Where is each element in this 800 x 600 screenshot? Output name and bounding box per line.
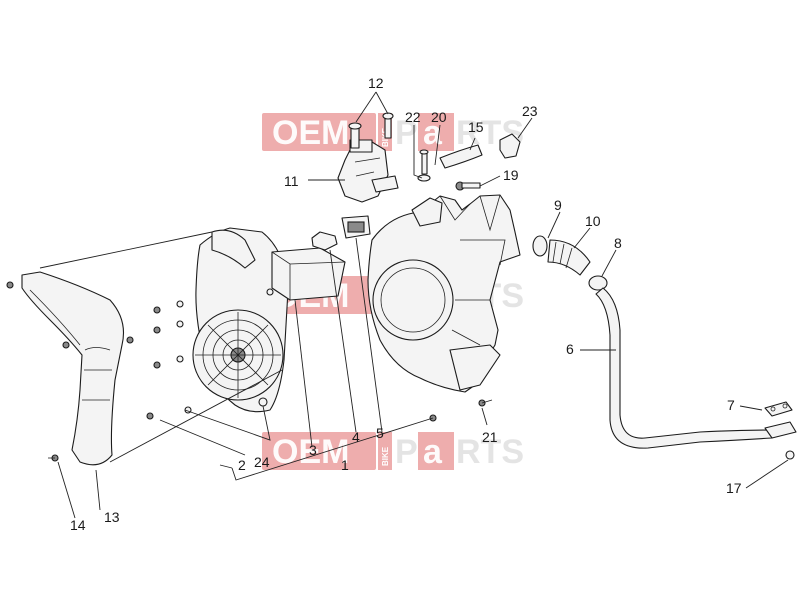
callout-22: 22	[405, 109, 421, 125]
callout-5: 5	[376, 425, 384, 441]
watermark-bottom: OEM BIKE P a RTS	[262, 432, 524, 471]
callout-20: 20	[431, 109, 447, 125]
part-3-filter	[271, 247, 346, 301]
watermark-top: OEM BIKE P a RTS	[262, 113, 524, 152]
watermark-bottom-p: P	[395, 433, 418, 471]
part-2-fan-cover	[192, 227, 289, 413]
part-15-hose	[439, 144, 483, 169]
part-13-outer-cover	[21, 271, 125, 466]
screw-13a	[6, 281, 134, 349]
part-5-grommet	[341, 215, 371, 239]
part-9-clamp	[532, 235, 548, 257]
part-23-clamp	[499, 133, 521, 159]
callout-3: 3	[309, 442, 317, 458]
watermark-top-oem: OEM	[272, 114, 349, 152]
part-1-airbox-housing	[367, 194, 521, 393]
callout-11: 11	[284, 173, 299, 189]
part-6-pipe	[595, 287, 773, 449]
callout-10: 10	[585, 213, 601, 229]
callout-1: 1	[341, 457, 349, 473]
callout-4: 4	[352, 429, 360, 445]
screws-fan-cover	[146, 288, 274, 420]
callout-15: 15	[468, 119, 484, 135]
callout-21: 21	[482, 429, 498, 445]
callout-14: 14	[70, 517, 86, 533]
watermark-bottom-rts: RTS	[456, 433, 524, 471]
screw-21	[478, 399, 493, 407]
callout-6: 6	[566, 341, 574, 357]
callout-9: 9	[554, 197, 562, 213]
part-22-screw	[417, 149, 431, 182]
callout-23: 23	[522, 103, 538, 119]
callout-12: 12	[368, 75, 384, 91]
watermark-bottom-bike: BIKE	[381, 446, 390, 466]
part-19-screw	[455, 181, 481, 191]
leader-lines	[39, 91, 789, 519]
callout-19: 19	[503, 167, 519, 183]
part-4-clip	[311, 231, 338, 251]
part-10-connector	[547, 239, 591, 276]
part-7-gasket	[764, 401, 793, 417]
callout-7: 7	[727, 397, 735, 413]
part-8-clamp	[588, 275, 608, 291]
watermark-top-p: P	[395, 114, 418, 152]
callout-24: 24	[254, 454, 270, 470]
callout-13: 13	[104, 509, 120, 525]
callouts: 12 22 20 23 15 11 19 9 10 8 6 7 17 21 1 …	[70, 75, 742, 533]
callout-2: 2	[238, 457, 246, 473]
callout-8: 8	[614, 235, 622, 251]
screw-14	[48, 454, 59, 462]
part-17-flange	[764, 421, 797, 460]
callout-17: 17	[726, 480, 742, 496]
part-12-bolts	[348, 112, 394, 149]
watermark-bottom-a: a	[423, 433, 443, 471]
